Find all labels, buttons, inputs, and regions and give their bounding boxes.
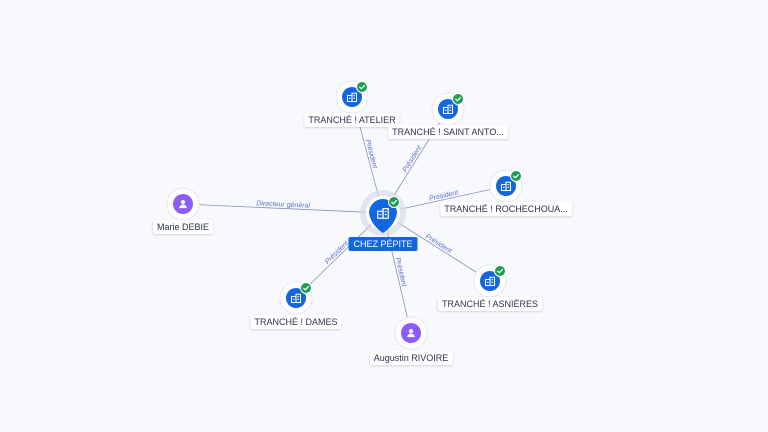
edge-rochechoua-label: Président [429, 189, 460, 202]
verified-check-icon [494, 265, 506, 277]
company-node-atelier[interactable] [335, 80, 369, 114]
edge-debie: Directeur général [182, 200, 384, 214]
edge-dames-label: Président [324, 239, 351, 265]
company-label-saint-anto[interactable]: TRANCHÉ ! SAINT ANTO... [388, 125, 508, 139]
verified-check-icon [452, 93, 464, 105]
edge-debie-label: Directeur général [256, 200, 310, 209]
edge-asnieres-label: Président [424, 233, 454, 255]
verified-check-icon [300, 282, 312, 294]
edge-atelier-label: Président [364, 139, 379, 170]
verified-check-icon [510, 170, 522, 182]
company-label-asnieres[interactable]: TRANCHÉ ! ASNIÈRES [437, 297, 543, 311]
company-node-saint-anto[interactable] [431, 92, 465, 126]
company-label-rochechoua[interactable]: TRANCHÉ ! ROCHECHOUA... [440, 202, 572, 216]
verified-check-icon [356, 81, 368, 93]
company-label-atelier[interactable]: TRANCHÉ ! ATELIER [304, 113, 400, 127]
company-node-dames[interactable] [279, 281, 313, 315]
center-company-label[interactable]: CHEZ PÉPITE [348, 237, 418, 251]
edge-rivoire-label: Président [394, 257, 408, 288]
company-label-dames[interactable]: TRANCHÉ ! DAMES [250, 315, 342, 329]
person-label-rivoire[interactable]: Augustin RIVOIRE [369, 351, 453, 365]
edge-saint-anto-label: Président [402, 144, 424, 174]
edge-debie-line [182, 203, 384, 214]
company-node-rochechoua[interactable] [489, 169, 523, 203]
company-node-asnieres[interactable] [473, 264, 507, 298]
center-company-node[interactable] [360, 190, 406, 236]
person-node-debie[interactable] [166, 187, 200, 221]
person-node-rivoire[interactable] [394, 316, 428, 350]
person-label-debie[interactable]: Marie DEBIE [152, 220, 214, 234]
verified-check-icon [388, 196, 400, 208]
